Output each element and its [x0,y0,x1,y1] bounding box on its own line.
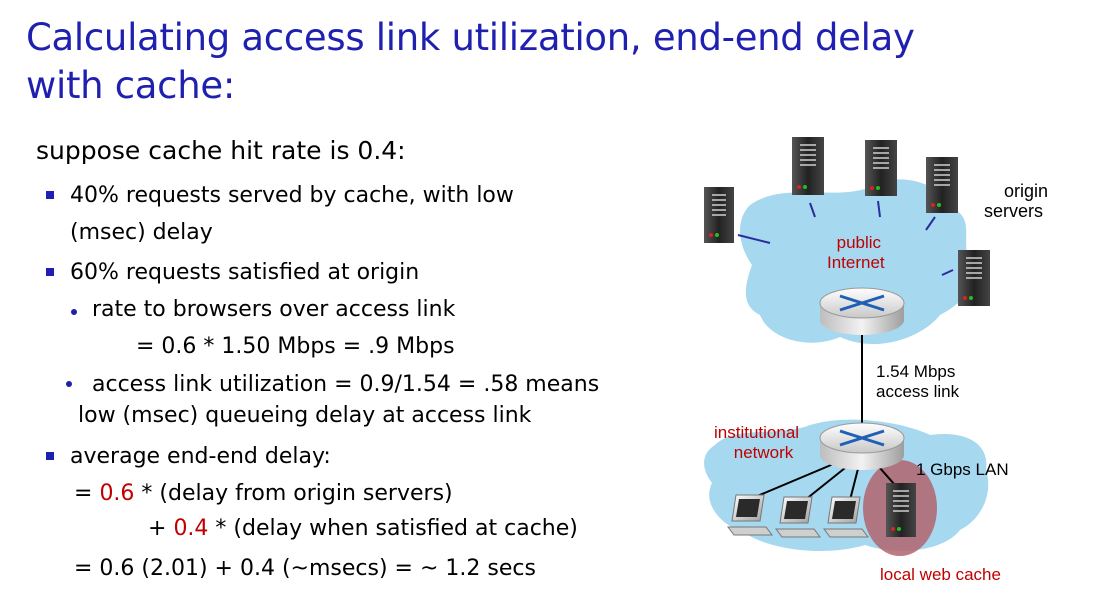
eq-rest: * (delay when satisfied at cache) [208,516,578,541]
round-bullet-icon [71,309,77,315]
title-line-1: Calculating access link utilization, end… [26,16,915,59]
bullet-text: 40% requests served by cache, with low [70,183,514,208]
institutional-router-icon [819,422,905,470]
public-internet-cloud [740,179,974,345]
local-web-cache-server-icon [886,483,916,537]
internet-router-icon [819,287,905,335]
bullet-text: average end-end delay: [70,444,331,469]
square-bullet-icon [46,191,54,199]
origin-server-icon [792,137,824,195]
network-diagram-svg [704,137,990,556]
public-internet-label: public Internet [827,233,885,273]
origin-server-icon [926,157,958,213]
label-line: Internet [827,253,885,272]
server-link [941,269,954,276]
sub-bullet-utilization: access link utilization = 0.9/1.54 = .58… [92,372,600,397]
rate-equation: = 0.6 * 1.50 Mbps = .9 Mbps [136,334,455,359]
slide-title: Calculating access link utilization, end… [26,14,1006,110]
origin-server-icon [704,187,734,243]
title-line-2: with cache: [26,64,235,107]
delay-equation-1: = 0.6 * (delay from origin servers) [74,481,453,506]
router-arrow [839,429,885,447]
workstation-icon [823,496,869,538]
server-link [925,216,936,231]
server-link [877,200,881,218]
router-arrows [839,429,885,447]
delay-equation-3: = 0.6 (2.01) + 0.4 (~msecs) = ~ 1.2 secs [74,556,536,581]
workstation-icon [727,494,773,536]
sub-bullet-utilization-cont: low (msec) queueing delay at access link [78,403,532,428]
label-line: 1.54 Mbps [876,362,956,381]
server-links [737,200,954,276]
router-arrows [839,294,885,312]
network-diagram: origin servers public Internet 1.54 Mbps… [690,125,1100,595]
router-arrow [839,294,885,312]
eq-rest: * (delay from origin servers) [134,481,453,506]
label-line: network [733,443,794,462]
sub-bullet-rate: rate to browsers over access link [92,297,456,322]
intro-text: suppose cache hit rate is 0.4: [36,136,406,165]
origin-servers-label: origin servers [984,181,1049,221]
eq-prefix: + [148,516,174,541]
local-web-cache-label: local web cache [880,565,1001,584]
delay-equation-2: + 0.4 * (delay when satisfied at cache) [148,516,578,541]
weight-origin: 0.6 [99,481,135,506]
server-link [809,202,816,218]
origin-server-icon [958,250,990,306]
weight-cache: 0.4 [173,516,209,541]
eq-prefix: = [74,481,100,506]
lan-label: 1 Gbps LAN [916,460,1009,479]
label-line: access link [876,382,960,401]
server-link [737,234,771,244]
workstation-icon [775,496,821,538]
round-bullet-icon [66,381,72,387]
label-line: public [836,233,882,252]
label-line: origin [1004,181,1049,201]
square-bullet-icon [46,268,54,276]
label-line: servers [984,201,1044,221]
bullet-cache-served-cont: (msec) delay [70,220,213,245]
origin-server-icon [865,140,897,196]
access-link-label: 1.54 Mbps access link [876,362,959,402]
bullet-text: 60% requests satisfied at origin [70,260,420,285]
label-line: institutional [714,423,800,442]
institutional-network-label: institutional network [714,423,799,463]
square-bullet-icon [46,452,54,460]
